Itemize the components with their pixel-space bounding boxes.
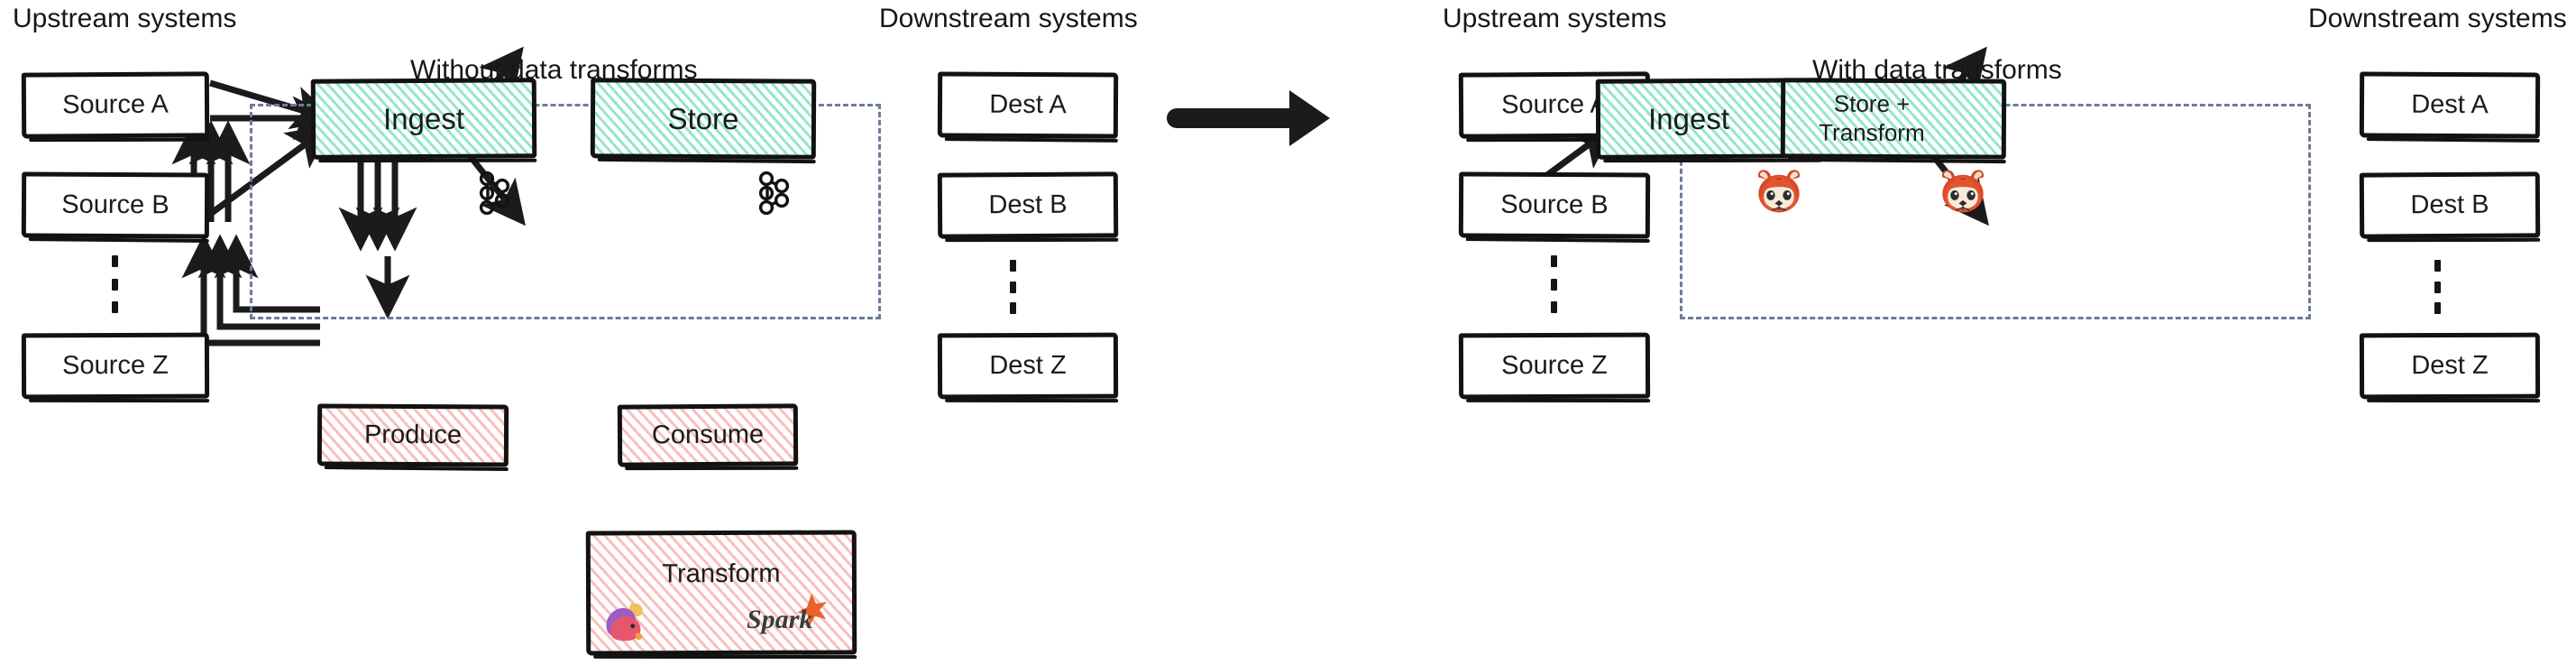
arrow-transform-to-produce-3	[214, 234, 320, 313]
source-label: Source B	[61, 189, 170, 220]
r-dest-box-z[interactable]: Dest Z	[2359, 332, 2541, 400]
transform-label: Transform	[662, 559, 781, 589]
source-box-a[interactable]: Source A	[21, 71, 210, 139]
consume-label: Consume	[651, 420, 765, 450]
dest-box-b[interactable]: Dest B	[937, 171, 1119, 239]
arrow-transform-to-produce-2	[197, 234, 320, 330]
r-source-box-b[interactable]: Source B	[1458, 171, 1651, 239]
store-box-left[interactable]: Store	[590, 78, 817, 160]
dest-label: Dest Z	[2411, 350, 2489, 380]
ingest-label: Ingest	[1647, 101, 1730, 135]
right-upstream-header: Upstream systems	[1443, 4, 1667, 33]
dest-box-z[interactable]: Dest Z	[937, 332, 1119, 400]
store-transform-box-right[interactable]: Store + Transform	[1780, 78, 2007, 160]
svg-text:Spark: Spark	[747, 605, 812, 634]
ingest-box-left[interactable]: Ingest	[310, 78, 537, 160]
redpanda-icon	[1757, 170, 1801, 213]
r-dest-box-a[interactable]: Dest A	[2359, 71, 2541, 139]
dest-box-a[interactable]: Dest A	[937, 71, 1119, 139]
dest-label: Dest A	[989, 89, 1067, 120]
store-transform-line2: Transform	[1819, 118, 1925, 146]
r-sources-ellipsis	[1551, 255, 1557, 313]
r-dests-ellipsis	[2434, 260, 2441, 314]
redpanda-icon	[1941, 170, 1985, 213]
store-transform-label: Store + Transform	[1813, 89, 1930, 147]
sources-ellipsis	[112, 255, 118, 313]
transition-arrow	[1167, 90, 1330, 146]
arrow-sourceA-to-ingest	[209, 79, 337, 130]
consume-box[interactable]: Consume	[617, 403, 799, 467]
flink-squirrel-icon	[606, 603, 643, 642]
arrow-sourceZ-to-ingest	[206, 125, 333, 217]
source-label: Source B	[1500, 189, 1609, 220]
produce-box[interactable]: Produce	[316, 403, 509, 467]
dest-label: Dest B	[988, 189, 1068, 220]
left-downstream-header: Downstream systems	[879, 4, 1138, 33]
dests-ellipsis	[1010, 260, 1016, 314]
source-label: Source Z	[62, 350, 169, 381]
source-box-b[interactable]: Source B	[21, 171, 210, 239]
dest-label: Dest A	[2411, 89, 2489, 120]
store-label: Store	[667, 101, 739, 135]
kafka-icon	[479, 171, 510, 216]
source-label: Source A	[62, 89, 169, 120]
r-dest-box-b[interactable]: Dest B	[2359, 171, 2541, 239]
left-upstream-header: Upstream systems	[13, 4, 237, 33]
spark-logo-icon: Spark	[745, 588, 835, 651]
r-source-box-z[interactable]: Source Z	[1458, 332, 1651, 400]
ingest-label: Ingest	[382, 101, 465, 135]
store-transform-line1: Store +	[1833, 89, 1911, 117]
right-downstream-header: Downstream systems	[2308, 4, 2567, 33]
arrow-transform-to-produce-1	[181, 234, 320, 346]
source-label: Source Z	[1501, 350, 1608, 381]
source-box-z[interactable]: Source Z	[21, 332, 210, 400]
dest-label: Dest B	[2410, 189, 2489, 220]
kafka-icon	[758, 171, 790, 216]
produce-label: Produce	[363, 420, 463, 450]
dest-label: Dest Z	[989, 350, 1067, 380]
